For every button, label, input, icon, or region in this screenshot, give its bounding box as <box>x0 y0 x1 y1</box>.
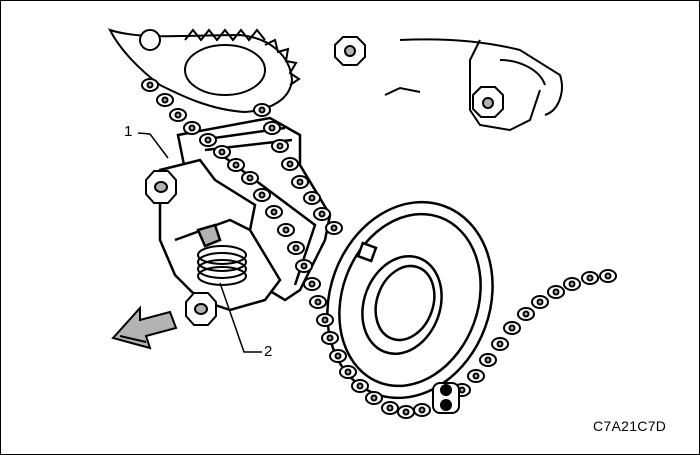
callout-leaders <box>137 132 262 353</box>
chain-pin <box>522 310 530 318</box>
chain-pin <box>321 316 329 324</box>
chain-pin <box>146 81 154 89</box>
chain-pin <box>296 178 304 186</box>
chain-pin <box>314 298 322 306</box>
chain-pin <box>326 334 334 342</box>
chain-pin <box>276 142 284 150</box>
chain-pin <box>258 191 266 199</box>
bolt-upper-right <box>472 86 504 118</box>
chain-pin <box>568 280 576 288</box>
chain-pin <box>246 174 254 182</box>
chain-pin <box>418 406 426 414</box>
timing-chain <box>141 78 617 419</box>
chain-pin <box>370 394 378 402</box>
chain-pin <box>508 324 516 332</box>
tensioner-spring <box>197 245 247 286</box>
chain-pin <box>552 288 560 296</box>
chain-pin <box>344 368 352 376</box>
callout-2: 2 <box>264 343 273 360</box>
chain-pin <box>586 274 594 282</box>
chain-pin <box>292 244 300 252</box>
chain-pin <box>334 352 342 360</box>
callout-1: 1 <box>124 123 133 140</box>
chain-pin <box>282 226 290 234</box>
chain-pin <box>318 210 326 218</box>
chain-pin <box>308 280 316 288</box>
chain-pin <box>386 404 394 412</box>
chain-pin <box>300 262 308 270</box>
chain-pin <box>174 111 182 119</box>
tensioner-bolt-upper <box>145 170 177 204</box>
chain-pin <box>286 160 294 168</box>
chain-pin <box>330 224 338 232</box>
chain-pin <box>472 372 480 380</box>
tensioner-bolt-lower <box>185 292 217 326</box>
chain-pin <box>604 272 612 280</box>
chain-pin <box>402 408 410 416</box>
chain-pin <box>268 124 276 132</box>
chain-pin <box>270 208 278 216</box>
chain-pin <box>232 161 240 169</box>
chain-pin <box>458 386 466 394</box>
chain-pin <box>161 96 169 104</box>
bolt-upper-left <box>334 36 366 66</box>
chain-pin <box>308 194 316 202</box>
chain-pin <box>496 340 504 348</box>
arrow-left-icon <box>111 305 178 350</box>
chain-pin <box>536 298 544 306</box>
engine-block-outline <box>384 38 563 132</box>
figure-code: C7A21C7D <box>593 418 667 434</box>
chain-pin <box>356 382 364 390</box>
chain-pin <box>484 356 492 364</box>
chain-pin <box>218 148 226 156</box>
tensioner-assembly <box>158 158 282 312</box>
crankshaft-sprocket <box>326 200 494 400</box>
chain-pin <box>204 136 212 144</box>
timing-mark <box>432 382 460 414</box>
upper-sprocket <box>108 28 301 114</box>
chain-pin <box>258 106 266 114</box>
chain-pin <box>188 124 196 132</box>
